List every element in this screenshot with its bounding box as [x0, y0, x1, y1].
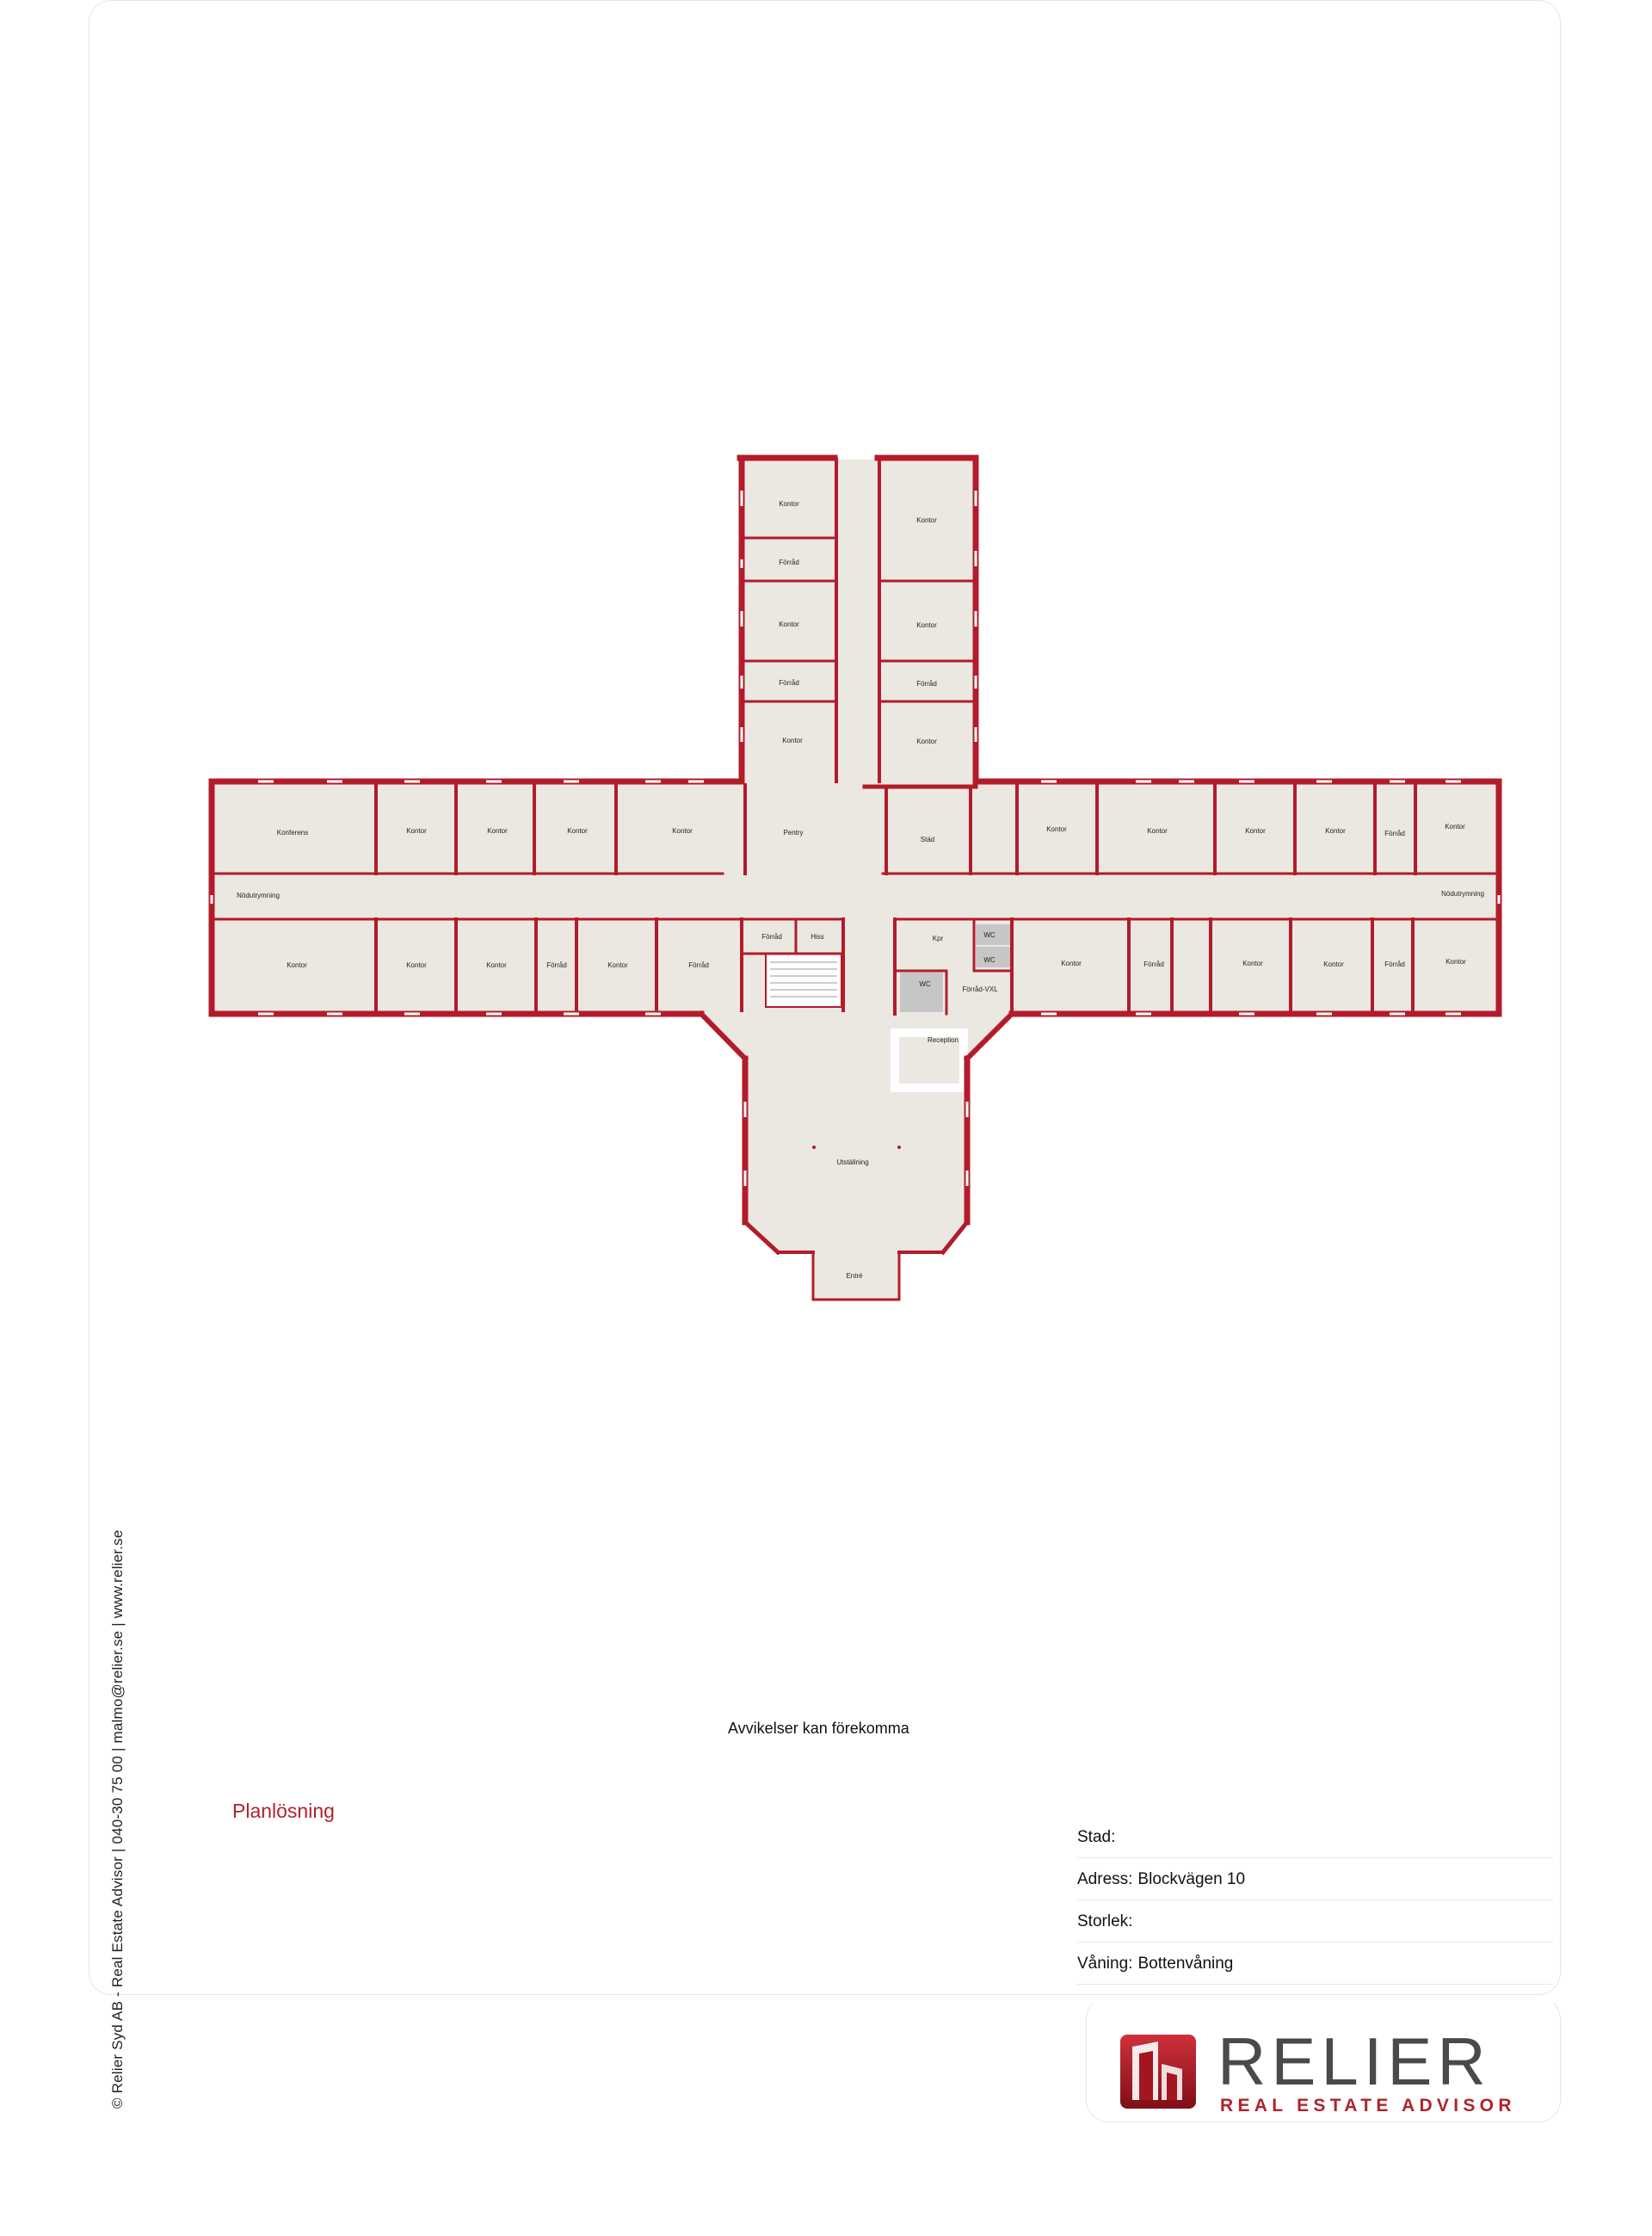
logo-wordmark: RELIER	[1217, 2023, 1491, 2099]
relier-logo: RELIER REAL ESTATE ADVISOR	[1120, 2023, 1550, 2116]
room-label: Förråd	[779, 559, 799, 566]
room-label: Nödutrymning	[1441, 890, 1484, 898]
room-label: Förråd	[688, 961, 709, 969]
room-label: Kontor	[487, 827, 508, 835]
room-label: Kontor	[916, 621, 937, 629]
room-label: Kpr	[933, 935, 944, 942]
room-label: WC	[983, 931, 996, 939]
room-label: Utställning	[836, 1158, 868, 1166]
room-label: WC	[919, 980, 931, 988]
room-label: Pentry	[783, 829, 803, 837]
room-label: Kontor	[916, 738, 937, 745]
room-label: Förråd	[1143, 960, 1164, 968]
room-label: WC	[983, 956, 996, 964]
room-label: Kontor	[1323, 960, 1344, 968]
room-label: Kontor	[1245, 827, 1266, 835]
windows	[210, 491, 1501, 1186]
room-label: Kontor	[406, 827, 427, 835]
room-label: Kontor	[779, 621, 799, 628]
stairwell	[765, 953, 842, 1008]
room-label: Förråd-VXL	[962, 985, 998, 993]
info-label-vaning: Våning:	[1077, 1954, 1133, 1973]
room-label: Förråd	[1384, 830, 1405, 837]
room-label: Kontor	[1242, 960, 1263, 967]
room-label: Kontor	[1046, 825, 1067, 833]
section-title: Planlösning	[232, 1800, 335, 1822]
room-label: Kontor	[672, 827, 693, 835]
floor-areas	[212, 460, 1499, 1300]
room-label: Konferens	[277, 829, 308, 837]
building-logo-icon	[1120, 2035, 1196, 2109]
info-label-stad: Stad:	[1077, 1827, 1116, 1846]
room-label: Kontor	[782, 737, 803, 744]
wc-tiles	[900, 924, 1010, 1012]
room-label: Förråd	[546, 961, 567, 969]
room-label: Entré	[846, 1272, 863, 1280]
info-value-vaning: Bottenvåning	[1137, 1954, 1234, 1973]
room-label: Kontor	[1446, 958, 1466, 966]
room-label: Kontor	[287, 961, 307, 969]
room-label: Kontor	[486, 961, 507, 969]
room-label: Förråd	[779, 679, 799, 687]
room-label: Kontor	[1445, 823, 1465, 831]
room-label: Kontor	[779, 500, 799, 508]
room-label: Förråd	[916, 680, 937, 688]
room-label: Förråd	[761, 933, 782, 941]
room-label: Kontor	[406, 961, 427, 969]
info-label-adress: Adress:	[1077, 1869, 1133, 1888]
info-row-storlek: Storlek:	[1077, 1901, 1553, 1943]
info-label-storlek: Storlek:	[1077, 1912, 1133, 1930]
room-label: Kontor	[1147, 827, 1168, 835]
room-label: Förråd	[1384, 960, 1405, 968]
room-label: Kontor	[916, 516, 937, 524]
room-labels: Kontor Förråd Kontor Förråd Kontor Konto…	[237, 500, 1484, 1280]
reception-desk	[891, 1028, 968, 1092]
info-row-vaning: Våning: Bottenvåning	[1077, 1943, 1553, 1985]
room-label: Kontor	[567, 827, 588, 835]
marker-dot	[897, 1146, 901, 1149]
logo-tagline: REAL ESTATE ADVISOR	[1220, 2096, 1516, 2116]
info-value-adress: Blockvägen 10	[1137, 1869, 1246, 1888]
logo-panel	[1086, 1997, 1561, 2122]
page-frame	[89, 0, 1561, 1995]
info-row-stad: Stad:	[1077, 1817, 1553, 1858]
marker-dot	[812, 1146, 816, 1149]
disclaimer-text: Avvikelser kan förekomma	[728, 1720, 909, 1737]
info-row-adress: Adress: Blockvägen 10	[1077, 1859, 1553, 1900]
room-label: Reception	[928, 1036, 959, 1044]
room-label: Hiss	[811, 933, 824, 941]
room-label: Kontor	[1061, 960, 1082, 967]
room-label: Kontor	[1325, 827, 1346, 835]
room-label: Kontor	[607, 961, 628, 969]
room-label: Nödutrymning	[237, 892, 280, 899]
room-label: Städ	[921, 836, 934, 843]
